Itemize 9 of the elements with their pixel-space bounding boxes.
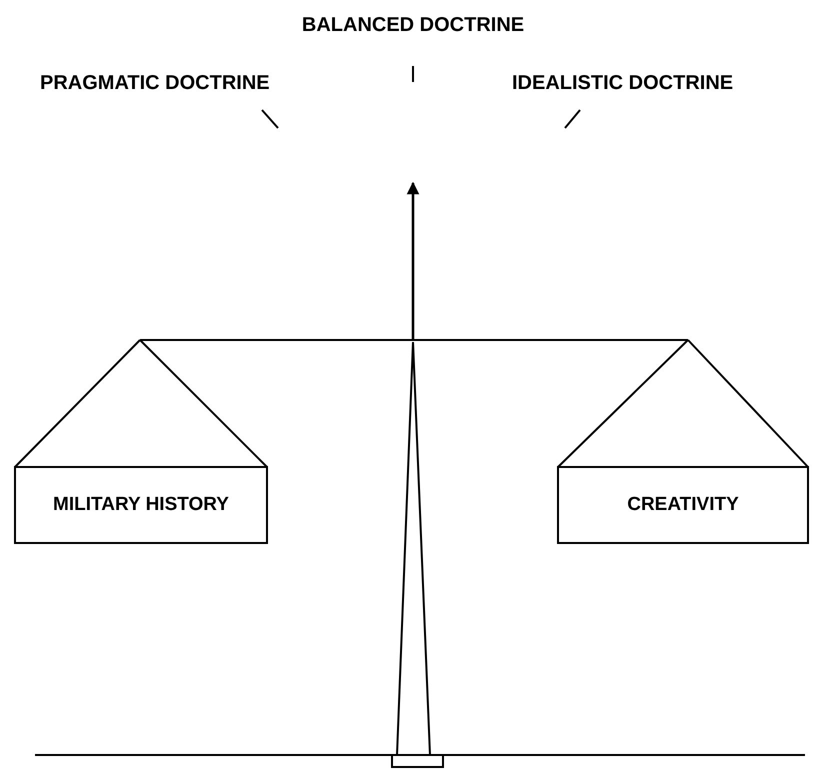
hanger-line [557, 339, 809, 468]
doctrine-label: IDEALISTIC DOCTRINE [512, 72, 734, 95]
hanger-line [14, 339, 268, 468]
box-label: CREATIVITY [627, 494, 739, 516]
doctrine-label: PRAGMATIC DOCTRINE [40, 72, 270, 95]
weight-box [14, 466, 268, 544]
box-label: MILITARY HISTORY [53, 494, 229, 516]
doctrine-label: BALANCED DOCTRINE [302, 14, 524, 37]
weight-box [557, 466, 809, 544]
